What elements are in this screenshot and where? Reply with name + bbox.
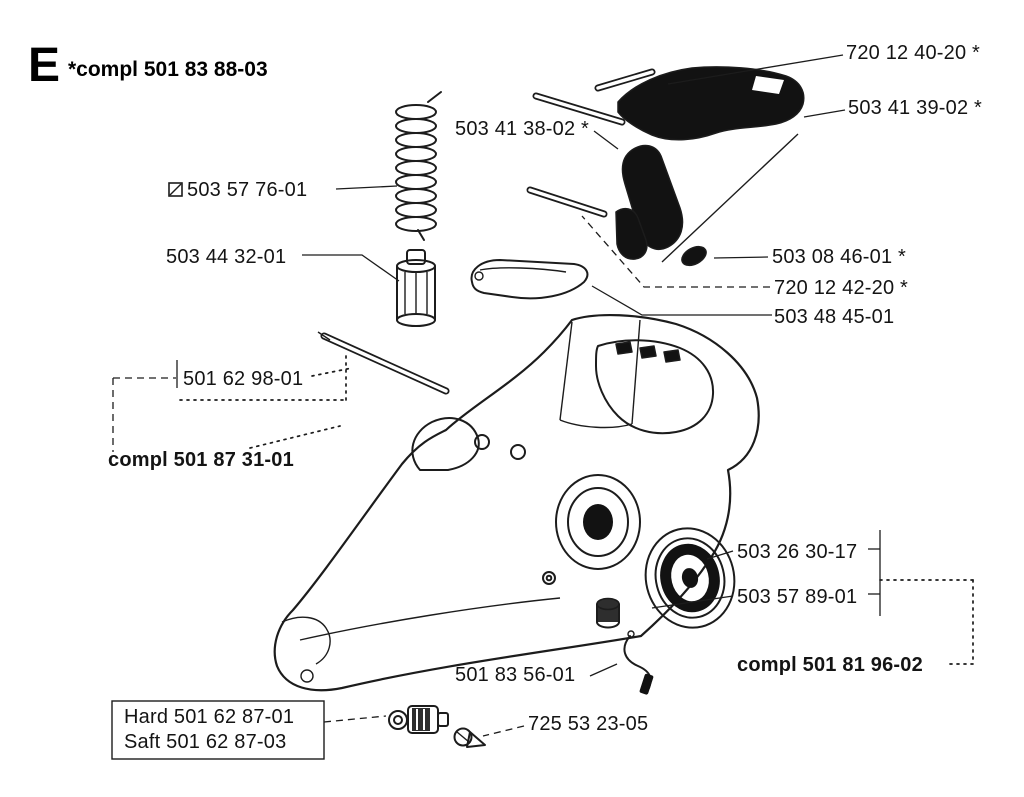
pivot-pin (317, 331, 450, 395)
throttle-rod-upper (594, 68, 656, 92)
part-label-503-41-38-02: 503 41 38-02 * (455, 118, 590, 140)
part-label-503-57-76-01: 503 57 76-01 (168, 179, 307, 204)
throttle-rod-lower (526, 186, 608, 218)
fuel-valve (388, 705, 449, 734)
part-label-compl-501-87-31-01: compl 501 87 31-01 (108, 449, 294, 471)
part-label-503-41-39-02: 503 41 39-02 * (848, 97, 983, 119)
note-box-icon (168, 181, 183, 204)
fuel-cap (644, 527, 736, 629)
tension-spring (395, 91, 442, 241)
part-label-text: 503 57 76-01 (187, 179, 308, 201)
throttle-rod-mid (532, 92, 626, 126)
tank-handle-body (273, 314, 760, 692)
part-label-503-57-89-01: 503 57 89-01 (737, 586, 858, 608)
part-label-720-12-42-20: 720 12 42-20 * (774, 277, 909, 299)
top-handle (617, 66, 805, 263)
part-label-503-26-30-17: 503 26 30-17 (737, 541, 858, 563)
cap-retainer-wire (623, 630, 654, 695)
section-assembly-number: *compl 501 83 88-03 (68, 58, 268, 81)
part-label-725-53-23-05: 725 53 23-05 (528, 713, 649, 735)
part-label-503-44-32-01: 503 44 32-01 (166, 246, 287, 268)
bushing (596, 597, 620, 629)
part-label-720-12-40-20: 720 12 40-20 * (846, 42, 981, 64)
part-label-501-62-98-01: 501 62 98-01 (183, 368, 304, 390)
lever-plate (470, 259, 589, 300)
part-label-hard-501-62-87-01: Hard 501 62 87-01 (124, 706, 295, 728)
section-letter: E (28, 39, 61, 92)
damper-plunger (396, 249, 436, 327)
valve-screw (453, 727, 486, 748)
part-label-503-08-46-01: 503 08 46-01 * (772, 246, 907, 268)
leader-lines (111, 54, 974, 760)
throttle-trigger (615, 144, 684, 260)
part-label-501-83-56-01: 501 83 56-01 (455, 664, 576, 686)
part-label-saft-501-62-87-03: Saft 501 62 87-03 (124, 731, 287, 753)
throttle-lock-button (681, 245, 707, 267)
part-label-compl-501-81-96-02: compl 501 81 96-02 (737, 654, 923, 676)
part-label-503-48-45-01: 503 48 45-01 (774, 306, 895, 328)
